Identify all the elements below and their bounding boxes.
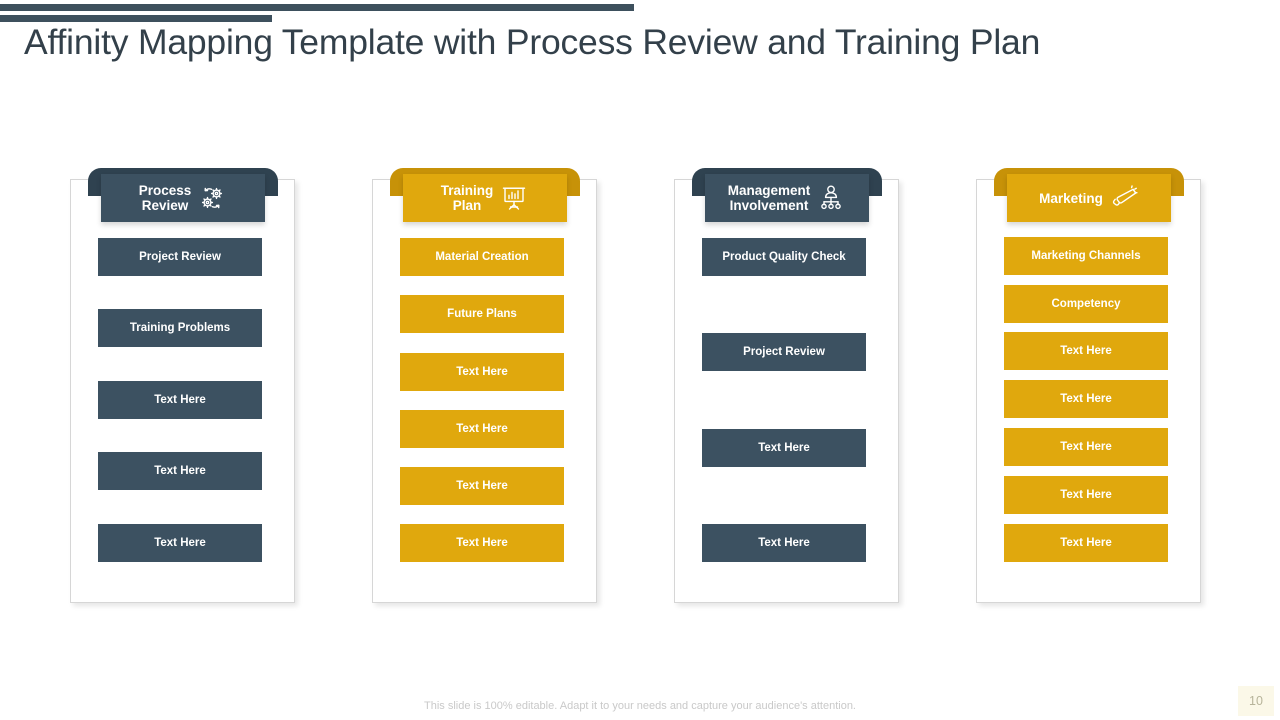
item-box[interactable]: Text Here bbox=[98, 524, 262, 562]
org-chart-person-icon bbox=[816, 183, 846, 213]
item-box[interactable]: Project Review bbox=[702, 333, 866, 371]
card-header-title: Management Involvement bbox=[727, 183, 811, 213]
footer-note: This slide is 100% editable. Adapt it to… bbox=[424, 700, 856, 712]
card-header-marketing[interactable]: Marketing bbox=[1007, 174, 1171, 222]
item-box[interactable]: Text Here bbox=[1004, 524, 1168, 562]
item-box[interactable]: Training Problems bbox=[98, 309, 262, 347]
item-box[interactable]: Text Here bbox=[702, 524, 866, 562]
card-header-process-review[interactable]: Process Review bbox=[101, 174, 265, 222]
page-number-badge: 10 bbox=[1238, 686, 1274, 716]
item-box[interactable]: Text Here bbox=[400, 353, 564, 391]
item-box[interactable]: Product Quality Check bbox=[702, 238, 866, 276]
item-box[interactable]: Project Review bbox=[98, 238, 262, 276]
item-box[interactable]: Text Here bbox=[400, 524, 564, 562]
item-box[interactable]: Text Here bbox=[400, 467, 564, 505]
card-header-management-involvement[interactable]: Management Involvement bbox=[705, 174, 869, 222]
page-title: Affinity Mapping Template with Process R… bbox=[24, 22, 1041, 62]
accent-bar-short bbox=[0, 15, 272, 22]
affinity-column-management-involvement: Management Involvement Product Quality C… bbox=[664, 168, 909, 608]
item-box[interactable]: Future Plans bbox=[400, 295, 564, 333]
item-box[interactable]: Text Here bbox=[98, 452, 262, 490]
item-box[interactable]: Text Here bbox=[400, 410, 564, 448]
item-box[interactable]: Text Here bbox=[702, 429, 866, 467]
card-header-training-plan[interactable]: Training Plan bbox=[403, 174, 567, 222]
card-header-title: Marketing bbox=[1039, 190, 1103, 206]
megaphone-icon bbox=[1109, 183, 1139, 213]
item-box[interactable]: Competency bbox=[1004, 285, 1168, 323]
presentation-chart-icon bbox=[499, 183, 529, 213]
item-box[interactable]: Text Here bbox=[1004, 332, 1168, 370]
card-header-title: Training Plan bbox=[440, 183, 494, 213]
item-box[interactable]: Text Here bbox=[1004, 380, 1168, 418]
accent-bar-long bbox=[0, 4, 634, 11]
item-box[interactable]: Material Creation bbox=[400, 238, 564, 276]
gears-process-icon bbox=[197, 183, 227, 213]
card-header-title: Process Review bbox=[138, 183, 192, 213]
item-box[interactable]: Text Here bbox=[1004, 428, 1168, 466]
item-box[interactable]: Marketing Channels bbox=[1004, 237, 1168, 275]
item-box[interactable]: Text Here bbox=[98, 381, 262, 419]
item-box[interactable]: Text Here bbox=[1004, 476, 1168, 514]
